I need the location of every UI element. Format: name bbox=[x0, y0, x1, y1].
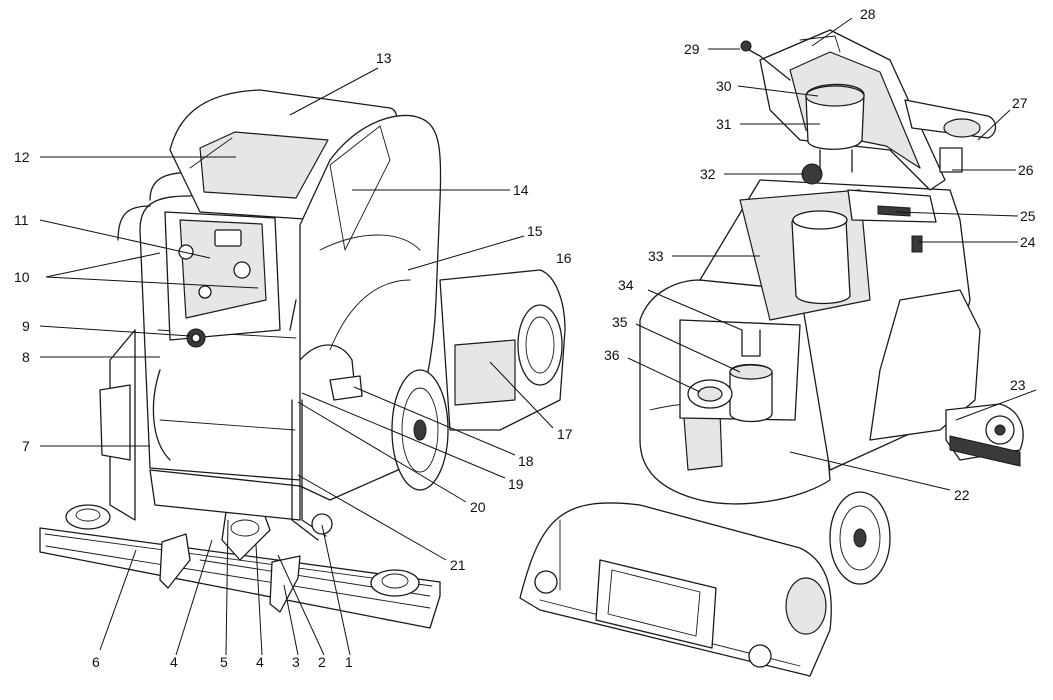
callout-3: 3 bbox=[292, 654, 300, 670]
callout-36: 36 bbox=[604, 347, 620, 363]
callout-5: 5 bbox=[220, 654, 228, 670]
callout-26: 26 bbox=[1018, 162, 1034, 178]
leader-22 bbox=[789, 451, 951, 491]
callout-8: 8 bbox=[22, 349, 30, 365]
leader-17 bbox=[489, 361, 554, 429]
callout-6: 6 bbox=[92, 654, 100, 670]
callout-21: 21 bbox=[450, 557, 466, 573]
callout-29: 29 bbox=[684, 41, 700, 57]
callout-32: 32 bbox=[700, 166, 716, 182]
callout-1: 1 bbox=[345, 654, 353, 670]
leader-19 bbox=[301, 392, 506, 479]
leader-25 bbox=[895, 211, 1019, 217]
leader-4b bbox=[255, 544, 263, 656]
leader-9 bbox=[39, 325, 191, 337]
leader-18 bbox=[353, 386, 516, 456]
callout-11: 11 bbox=[14, 212, 29, 228]
callout-15: 15 bbox=[527, 223, 543, 239]
callout-31: 31 bbox=[716, 116, 732, 132]
leader-3 bbox=[283, 584, 299, 656]
leader-21 bbox=[297, 474, 447, 561]
callout-34: 34 bbox=[618, 277, 634, 293]
callout-22: 22 bbox=[954, 487, 970, 503]
leader-27 bbox=[977, 109, 1011, 141]
callout-10: 10 bbox=[14, 269, 30, 285]
leader-15 bbox=[407, 235, 525, 271]
callout-7: 7 bbox=[22, 438, 30, 454]
leader-10a bbox=[45, 252, 161, 278]
callout-16: 16 bbox=[556, 250, 572, 266]
leader-13 bbox=[289, 67, 379, 116]
leader-4a bbox=[175, 539, 213, 656]
callout-14: 14 bbox=[513, 182, 529, 198]
leader-10b bbox=[45, 276, 259, 289]
callout-27: 27 bbox=[1012, 95, 1028, 111]
leader-5 bbox=[225, 519, 229, 656]
callout-25: 25 bbox=[1020, 208, 1036, 224]
callout-numbers: 1 2 3 4 5 4 6 7 8 9 10 11 12 13 14 15 16… bbox=[14, 6, 1036, 670]
callout-18: 18 bbox=[518, 453, 534, 469]
callout-23: 23 bbox=[1010, 377, 1026, 393]
leader-36 bbox=[627, 357, 701, 393]
callout-20: 20 bbox=[470, 499, 486, 515]
leader-2 bbox=[277, 554, 325, 656]
leader-6 bbox=[99, 549, 137, 651]
left-machine bbox=[39, 89, 566, 629]
callout-9: 9 bbox=[22, 318, 30, 334]
callout-28: 28 bbox=[860, 6, 876, 22]
callout-12: 12 bbox=[14, 149, 30, 165]
callout-4b: 4 bbox=[256, 654, 264, 670]
leader-35 bbox=[635, 323, 741, 373]
callout-17: 17 bbox=[557, 426, 573, 442]
callout-2: 2 bbox=[318, 654, 326, 670]
callout-4a: 4 bbox=[170, 654, 178, 670]
leader-20 bbox=[297, 401, 467, 503]
callout-33: 33 bbox=[648, 248, 664, 264]
leader-34 bbox=[647, 289, 743, 331]
leader-11 bbox=[39, 219, 211, 259]
callout-13: 13 bbox=[376, 50, 392, 66]
callout-30: 30 bbox=[716, 78, 732, 94]
leader-30 bbox=[737, 85, 819, 97]
leader-23 bbox=[955, 389, 1037, 421]
callout-24: 24 bbox=[1020, 234, 1036, 250]
leader-lines bbox=[39, 17, 1037, 656]
leader-1 bbox=[321, 524, 351, 656]
callout-35: 35 bbox=[612, 314, 628, 330]
leader-28 bbox=[811, 17, 853, 47]
callout-19: 19 bbox=[508, 476, 524, 492]
right-machine bbox=[519, 29, 1024, 677]
